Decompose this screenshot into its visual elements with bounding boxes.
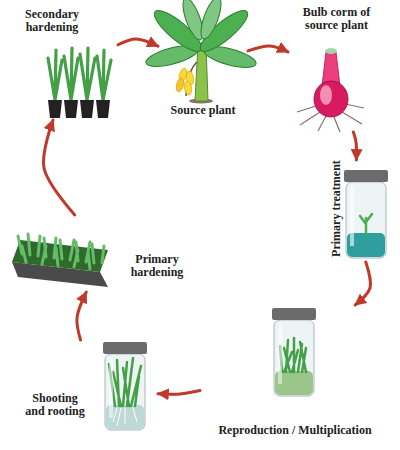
jar-body [274, 320, 314, 396]
stage-label: Shooting and rooting [24, 392, 86, 418]
corm-highlight [320, 85, 332, 105]
stage-label: Bulb corm of source plant [288, 6, 385, 32]
tray-seedlings [18, 234, 104, 269]
bulb-corm [297, 48, 364, 132]
jar-body [105, 354, 145, 430]
stage-node: Source plant [158, 0, 248, 122]
plantlet-roots [113, 408, 137, 426]
explant [360, 214, 372, 233]
cycle-arrow [77, 292, 86, 340]
stage-node: Reproduction / Multiplication [200, 305, 390, 443]
jar-body [346, 182, 386, 258]
stage-label: Source plant [158, 104, 248, 117]
stage-node: Primary hardening [8, 215, 192, 292]
culture-jar [344, 170, 388, 258]
stage-node: Bulb corm of source plant [288, 4, 385, 132]
stage-label: Reproduction / Multiplication [200, 424, 390, 437]
cycle-arrow [248, 46, 288, 52]
banana-plant [144, 0, 258, 103]
stage-node: Shooting and rooting [20, 340, 158, 445]
jar-cap [344, 170, 388, 182]
stage-node: Primary treatment [325, 160, 390, 262]
cycle-arrow [158, 391, 200, 395]
jar-highlight [109, 358, 113, 418]
banana-leaf [197, 0, 225, 41]
stage-label: Primary hardening [124, 253, 190, 279]
jar-highlight [350, 186, 354, 246]
seedling-tray [12, 234, 108, 287]
jar-cap [103, 342, 147, 354]
shoot-cluster [109, 358, 141, 406]
stage-label: Secondary hardening [10, 8, 94, 34]
cycle-arrow [355, 262, 370, 305]
banana-fruit [175, 77, 185, 92]
jar-highlight [278, 324, 282, 384]
cycle-arrow [44, 120, 75, 215]
cycle-arrow [353, 132, 356, 160]
potted-leaves [48, 48, 111, 100]
culture-jar [103, 342, 147, 430]
cycle-arrow [118, 39, 158, 46]
stage-node: Secondary hardening [10, 4, 118, 120]
shoot-cluster [280, 338, 306, 372]
banana-fruit [183, 80, 192, 95]
plant-pots [48, 100, 110, 118]
jar-cap [272, 308, 316, 320]
culture-jar [272, 308, 316, 396]
potted-plants [48, 48, 111, 118]
shoot-tip [325, 48, 337, 54]
corm-body [314, 81, 348, 117]
stage-label: Primary treatment [330, 154, 343, 264]
